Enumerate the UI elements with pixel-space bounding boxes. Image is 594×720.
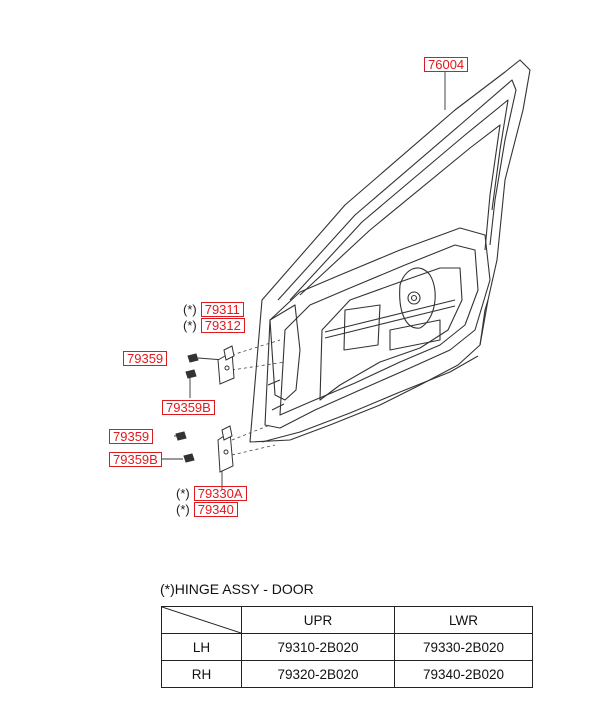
diagonal-line [162,607,241,633]
table-row: LH 79310-2B020 79330-2B020 [161,633,533,661]
marker: (*) [176,486,190,501]
part-number: 79359B [109,452,162,467]
callout-79311: (*)79311 [183,302,244,317]
callout-79359-lower: 79359 [109,429,154,444]
row-side-label: LH [161,633,242,661]
callout-79359-upper: 79359 [123,351,168,366]
callout-79340: (*)79340 [176,502,238,517]
callout-79359b-upper: 79359B [162,400,215,415]
inner-panel-outline [264,227,491,429]
column-header-lwr: LWR [394,606,533,634]
part-number: 79359B [162,400,215,415]
cell-upr-part: 79320-2B020 [241,660,395,688]
callout-76004: 76004 [424,57,469,72]
part-number: 76004 [424,57,469,72]
cell-upr-part: 79310-2B020 [241,633,395,661]
table-corner-cell [161,606,242,634]
part-number: 79330A [193,486,247,501]
upper-hinge [217,345,235,385]
marker: (*) [176,502,190,517]
cell-lwr-part: 79330-2B020 [394,633,533,661]
part-number: 79312 [200,318,245,333]
window-frame-inner [277,79,517,301]
table-header-row: UPR LWR [161,606,533,634]
lower-hinge [217,425,234,473]
part-number: 79340 [193,502,238,517]
cell-lwr-part: 79340-2B020 [394,660,533,688]
marker: (*) [183,318,197,333]
door-outer-frame [249,59,531,443]
hinge-table-title: (*)HINGE ASSY - DOOR [160,581,314,597]
table-row: RH 79320-2B020 79340-2B020 [161,660,533,688]
hinge-assy-table: UPR LWR LH 79310-2B020 79330-2B020 RH 79… [161,606,533,688]
row-side-label: RH [161,660,242,688]
part-number: 79359 [123,351,168,366]
callout-79359b-lower: 79359B [109,452,162,467]
callout-79330a: (*)79330A [176,486,247,501]
callout-79312: (*)79312 [183,318,245,333]
part-number: 79311 [200,302,244,317]
marker: (*) [183,302,197,317]
bolt-icons [175,353,199,463]
column-header-upr: UPR [241,606,395,634]
part-number: 79359 [109,429,154,444]
